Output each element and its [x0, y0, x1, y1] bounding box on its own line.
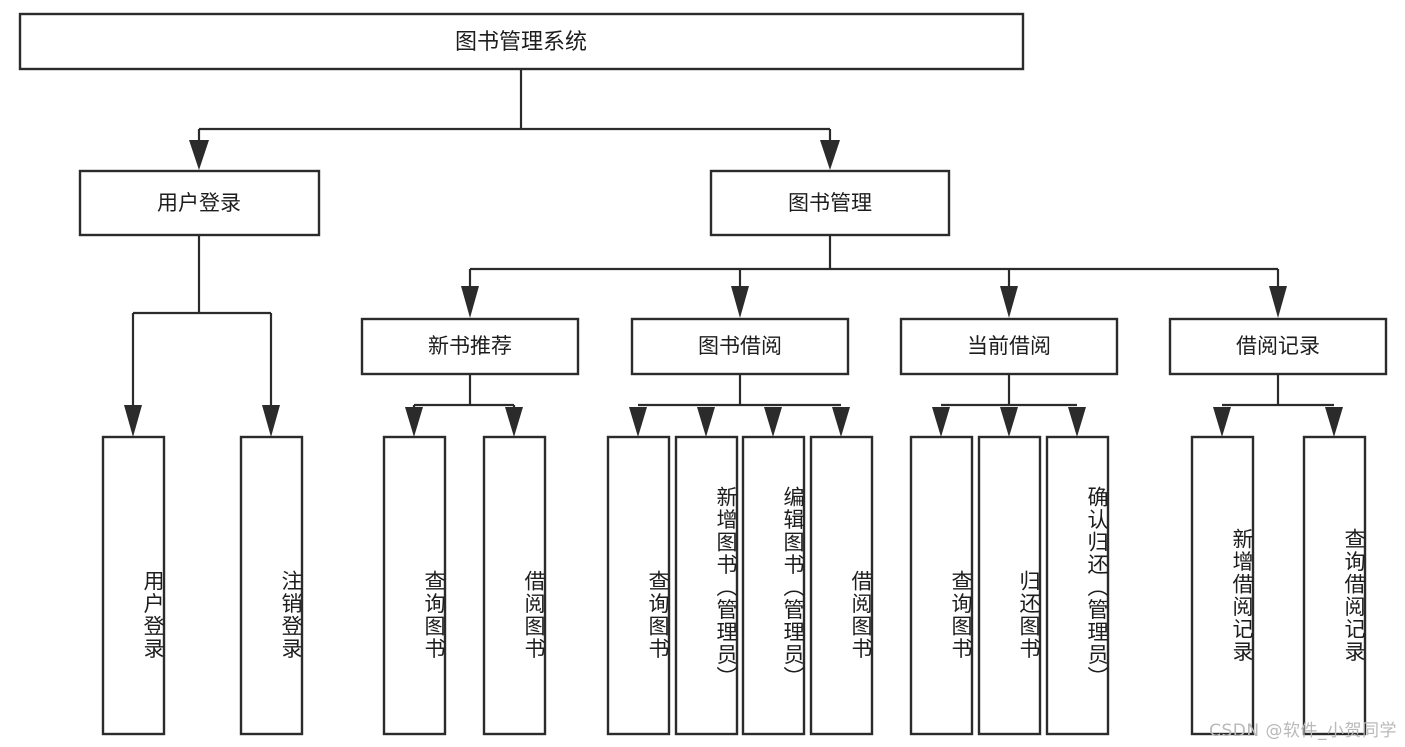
leaf-box-13[interactable] [1302, 435, 1367, 736]
arrow-head-borrow [731, 286, 749, 318]
arrow-head-leaf-5 [629, 407, 647, 437]
leaf-box-1[interactable] [101, 435, 166, 736]
leaf-box-9[interactable] [909, 435, 974, 736]
node-borrow-label: 图书借阅 [698, 334, 782, 358]
arrow-head-leaf-8 [832, 407, 850, 437]
leaf-box-4[interactable] [482, 435, 547, 736]
node-bookmgmt-box[interactable] [709, 169, 951, 237]
node-newbook-label: 新书推荐 [428, 334, 512, 358]
arrow-head-leaf-2 [262, 405, 280, 437]
leaf-box-3[interactable] [382, 435, 447, 736]
node-current-label: 当前借阅 [967, 334, 1051, 358]
arrow-head-leaf-13 [1325, 407, 1343, 437]
leaf-box-8[interactable] [809, 435, 874, 736]
arrow-head-leaf-12 [1213, 407, 1231, 437]
arrow-head-current [1000, 286, 1018, 318]
leaf-box-11[interactable] [1045, 435, 1110, 736]
arrow-head-leaf-1 [124, 405, 142, 437]
leaf-box-10[interactable] [977, 435, 1042, 736]
leaf-box-7[interactable] [741, 435, 806, 736]
leaf-box-6[interactable] [674, 435, 739, 736]
node-bookmgmt-label: 图书管理 [788, 191, 872, 215]
arrow-head-leaf-11 [1068, 407, 1086, 437]
leaf-box-2[interactable] [239, 435, 304, 736]
arrow-head-record [1269, 286, 1287, 318]
node-current-box[interactable] [899, 317, 1119, 376]
arrow-head-leaf-3 [405, 407, 423, 437]
arrow-head-leaf-4 [505, 407, 523, 437]
node-root-label: 图书管理系统 [455, 30, 587, 55]
arrow-head-leaf-10 [1000, 407, 1018, 437]
node-record-box[interactable] [1168, 317, 1388, 376]
node-newbook-box[interactable] [360, 317, 580, 376]
arrow-head-bookmgmt [820, 140, 840, 170]
node-borrow-box[interactable] [630, 317, 850, 376]
node-root-box[interactable] [18, 12, 1025, 71]
node-record-label: 借阅记录 [1236, 334, 1320, 358]
leaf-box-12[interactable] [1190, 435, 1255, 736]
arrow-head-login [189, 140, 209, 170]
arrow-head-newbook [461, 286, 479, 318]
csdn-watermark: CSDN @软件_小贺同学 [1209, 721, 1397, 741]
arrow-head-leaf-9 [932, 407, 950, 437]
leaf-box-5[interactable] [606, 435, 671, 736]
node-login-label: 用户登录 [157, 191, 241, 215]
arrow-head-leaf-6 [697, 407, 715, 437]
arrow-head-leaf-7 [764, 407, 782, 437]
